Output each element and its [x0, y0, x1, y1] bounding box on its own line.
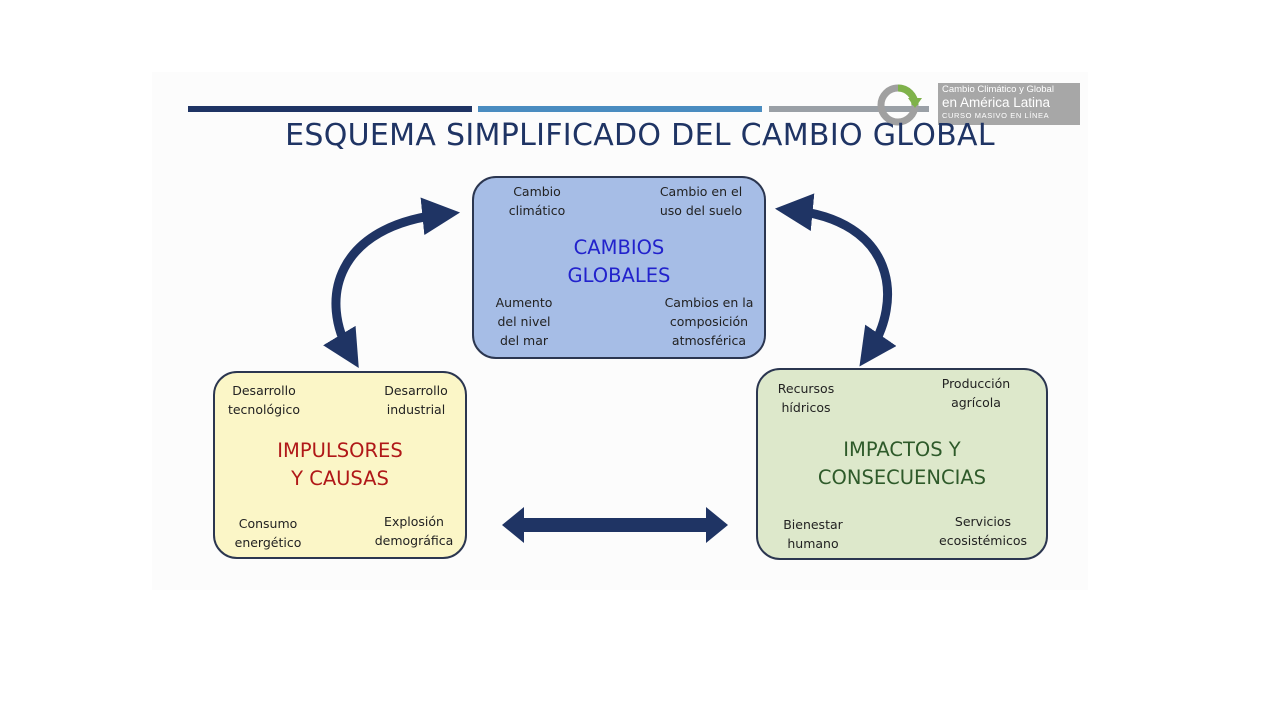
heading-impulsores-causas: IMPULSORES Y CAUSAS [277, 439, 403, 490]
item-servicios-ecosistemicos: Servicios ecosistémicos [939, 514, 1027, 548]
header-rule-blue [478, 106, 762, 112]
logo-line-3: CURSO MASIVO EN LÍNEA [942, 111, 1050, 120]
heading-cambios-globales: CAMBIOS GLOBALES [567, 236, 671, 287]
header-rule-navy [188, 106, 472, 112]
item-desarrollo-tecnologico: Desarrollo tecnológico [227, 383, 301, 417]
header-rule-gray [769, 106, 929, 112]
course-logo-text: Cambio Climático y Global en América Lat… [938, 83, 1080, 125]
item-recursos-hidricos: Recursos hídricos [777, 381, 835, 415]
box-cambios-globales [472, 176, 766, 359]
item-cambio-climatico: Cambio climático [508, 184, 566, 218]
arrow-bidirectional-bottom [502, 507, 728, 543]
item-composicion-atmosferica: Cambios en la composición atmosférica [664, 295, 754, 348]
item-explosion-demografica: Explosión demográfica [374, 514, 454, 548]
item-consumo-energetico: Consumo energético [234, 516, 302, 550]
box-impulsores-causas [213, 371, 467, 559]
logo-line-1: Cambio Climático y Global [942, 84, 1054, 95]
logo-line-2: en América Latina [942, 94, 1051, 110]
arrow-left-cycle [323, 197, 461, 368]
slide-title: ESQUEMA SIMPLIFICADO DEL CAMBIO GLOBAL [285, 118, 995, 153]
item-cambio-uso-suelo: Cambio en el uso del suelo [659, 184, 743, 218]
heading-impactos-consecuencias: IMPACTOS Y CONSECUENCIAS [817, 438, 987, 489]
item-aumento-nivel-mar: Aumento del nivel del mar [495, 295, 553, 348]
item-desarrollo-industrial: Desarrollo industrial [384, 383, 448, 417]
item-produccion-agricola: Producción agrícola [941, 376, 1011, 410]
arrow-right-cycle [774, 193, 897, 367]
item-bienestar-humano: Bienestar humano [783, 517, 843, 551]
box-impactos-consecuencias [756, 368, 1048, 560]
course-logo-icon [877, 84, 922, 126]
